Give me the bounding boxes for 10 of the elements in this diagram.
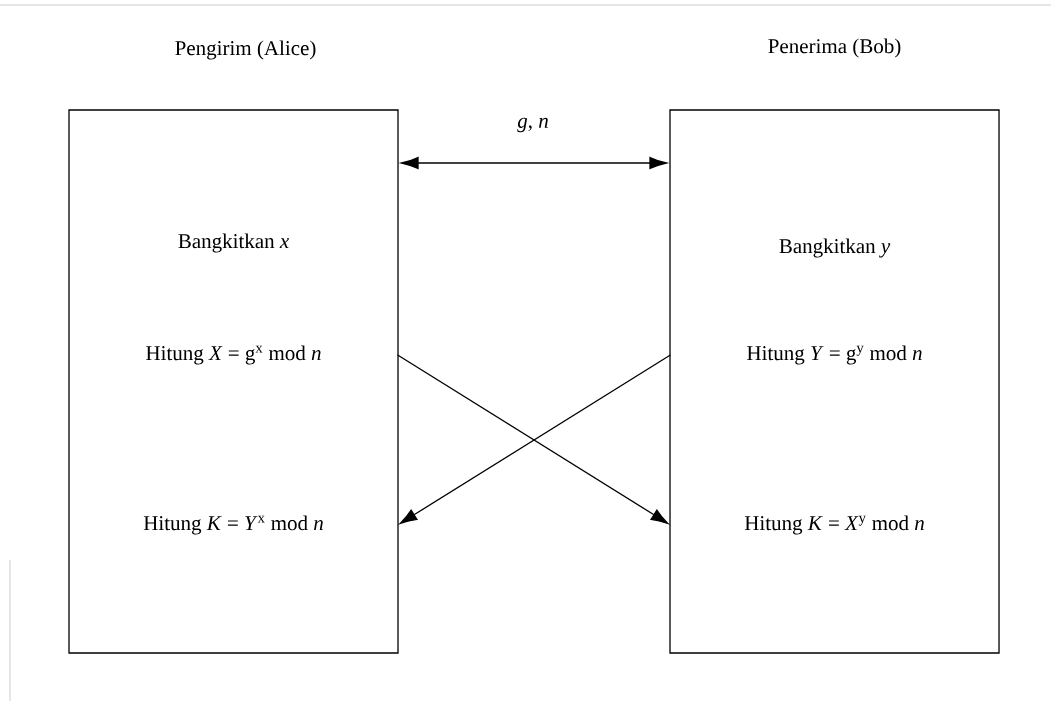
text-line: Bangkitkan x (178, 233, 290, 253)
heading: Pengirim (Alice) (175, 40, 316, 60)
text-line: Hitung K = X$^{y}$ mod n (744, 515, 924, 535)
text-line: Hitung Y = g$^{y}$ mod n (747, 345, 922, 365)
text-line: Hitung K = Y$^{x}$ mod n (143, 515, 323, 535)
text-line: Hitung X = g$^{x}$ mod n (146, 345, 321, 365)
text-line: Bangkitkan y (779, 238, 891, 258)
arrow (401, 156, 667, 170)
heading: Penerima (Bob) (768, 38, 901, 58)
edge-label: g, n (515, 115, 551, 135)
